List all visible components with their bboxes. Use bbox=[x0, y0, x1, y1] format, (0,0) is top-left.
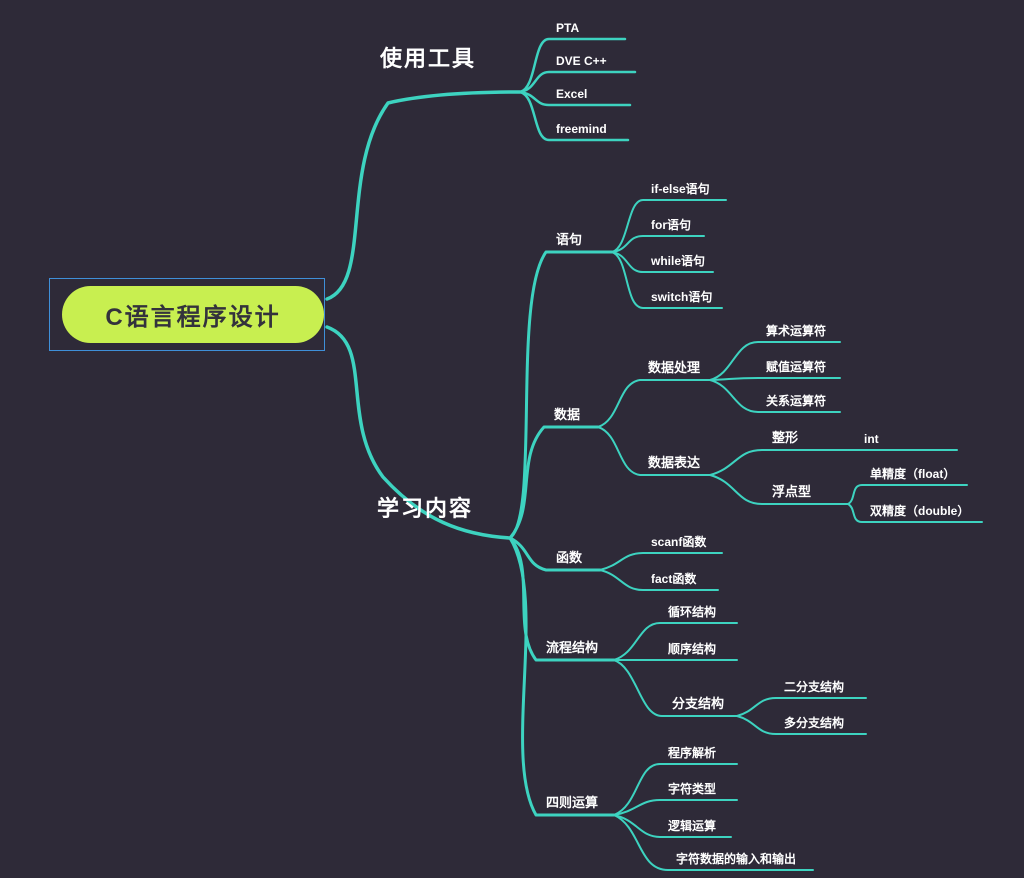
node-while[interactable]: while语句 bbox=[651, 254, 706, 268]
node-program-analysis[interactable]: 程序解析 bbox=[668, 746, 717, 760]
node-function[interactable]: 函数 bbox=[556, 550, 583, 565]
branch-tools[interactable]: 使用工具 bbox=[380, 46, 477, 71]
line-data-processing bbox=[597, 379, 711, 428]
node-data-expression[interactable]: 数据表达 bbox=[648, 455, 701, 470]
node-logic-op[interactable]: 逻辑运算 bbox=[668, 819, 717, 833]
node-if-else[interactable]: if-else语句 bbox=[651, 182, 710, 196]
node-int[interactable]: int bbox=[864, 432, 879, 446]
line-arith-op bbox=[709, 341, 841, 381]
line-pta bbox=[518, 37, 627, 94]
node-dve-cpp[interactable]: DVE C++ bbox=[556, 54, 607, 68]
line-single-precision bbox=[847, 484, 968, 505]
node-single-precision[interactable]: 单精度（float） bbox=[870, 467, 956, 481]
line-double-precision bbox=[847, 503, 983, 523]
line-scanf bbox=[599, 552, 723, 571]
line-two-branch bbox=[736, 697, 867, 717]
line-dve bbox=[518, 70, 637, 94]
line-multi-branch bbox=[736, 715, 867, 735]
node-for[interactable]: for语句 bbox=[651, 218, 691, 232]
node-loop-structure[interactable]: 循环结构 bbox=[668, 605, 717, 619]
node-two-branch[interactable]: 二分支结构 bbox=[784, 680, 845, 694]
line-while bbox=[611, 251, 714, 273]
node-data[interactable]: 数据 bbox=[554, 407, 581, 422]
branch-learning[interactable]: 学习内容 bbox=[377, 496, 474, 521]
line-loop bbox=[613, 622, 738, 661]
node-fact[interactable]: fact函数 bbox=[651, 572, 697, 586]
line-fact bbox=[599, 569, 719, 591]
node-arith-op[interactable]: 算术运算符 bbox=[766, 324, 827, 338]
line-integer bbox=[709, 449, 849, 476]
node-float-type[interactable]: 浮点型 bbox=[772, 484, 812, 499]
line-float bbox=[709, 474, 849, 505]
root-node[interactable]: C语言程序设计 bbox=[62, 286, 324, 343]
line-char-io bbox=[613, 814, 814, 871]
line-char-type bbox=[613, 799, 738, 816]
node-double-precision[interactable]: 双精度（double） bbox=[870, 504, 970, 518]
line-logic-op bbox=[613, 814, 732, 838]
line-arith bbox=[508, 536, 616, 817]
node-sequence-structure[interactable]: 顺序结构 bbox=[668, 642, 717, 656]
line-freemind bbox=[518, 90, 630, 142]
node-integer[interactable]: 整形 bbox=[772, 430, 799, 445]
line-program-analysis bbox=[613, 763, 738, 816]
node-flow-structure[interactable]: 流程结构 bbox=[546, 640, 599, 655]
line-if-else bbox=[611, 199, 727, 253]
node-freemind[interactable]: freemind bbox=[556, 122, 607, 136]
node-char-type[interactable]: 字符类型 bbox=[668, 782, 717, 796]
node-pta[interactable]: PTA bbox=[556, 21, 580, 35]
node-branch-structure[interactable]: 分支结构 bbox=[672, 696, 725, 711]
node-relation-op[interactable]: 关系运算符 bbox=[766, 394, 827, 408]
line-function bbox=[508, 536, 602, 572]
node-statement[interactable]: 语句 bbox=[556, 232, 583, 247]
line-switch bbox=[611, 251, 723, 309]
line-relation-op bbox=[709, 379, 841, 413]
selection-box bbox=[49, 278, 325, 351]
node-excel[interactable]: Excel bbox=[556, 87, 588, 101]
node-arithmetic[interactable]: 四则运算 bbox=[546, 795, 599, 810]
branch-line-tools bbox=[325, 90, 522, 301]
line-assign-op bbox=[709, 377, 841, 381]
branch-line-learning bbox=[325, 325, 512, 540]
line-for bbox=[611, 235, 705, 253]
line-branch-structure bbox=[613, 659, 738, 717]
node-char-io[interactable]: 字符数据的输入和输出 bbox=[676, 852, 797, 866]
node-data-processing[interactable]: 数据处理 bbox=[648, 360, 701, 375]
line-data bbox=[508, 425, 600, 540]
node-switch[interactable]: switch语句 bbox=[651, 290, 713, 304]
line-data-expression bbox=[597, 426, 711, 476]
node-scanf[interactable]: scanf函数 bbox=[651, 535, 707, 549]
node-assign-op[interactable]: 赋值运算符 bbox=[766, 360, 827, 374]
node-multi-branch[interactable]: 多分支结构 bbox=[784, 716, 845, 730]
